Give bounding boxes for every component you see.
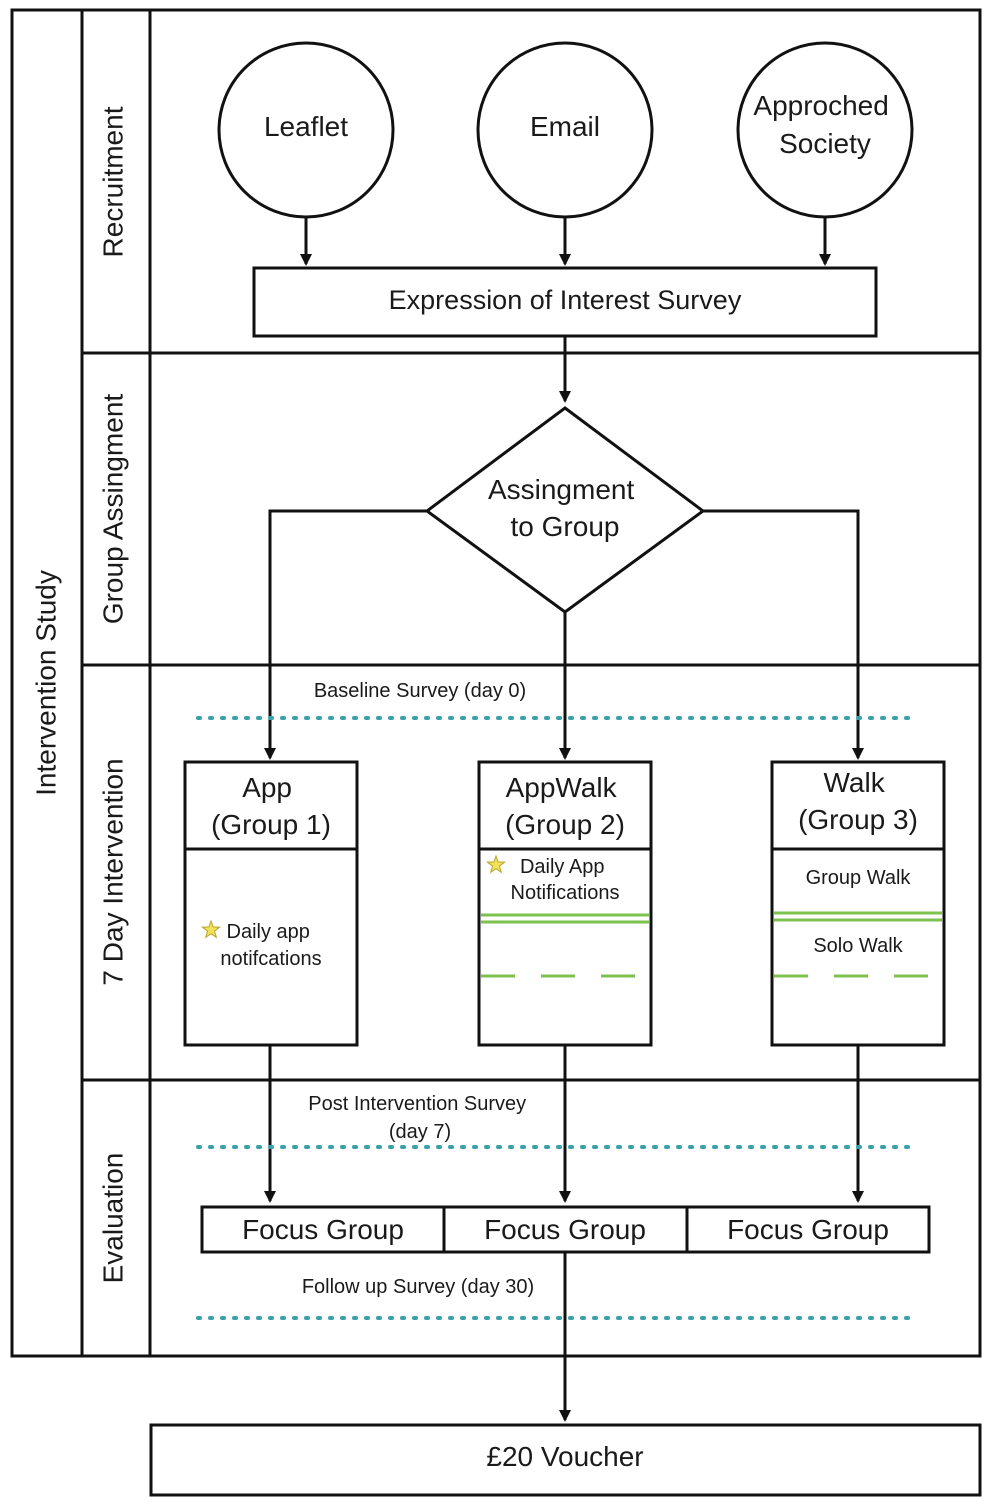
source-label-leaflet: Leaflet: [264, 111, 348, 142]
source-node-leaflet: Leaflet: [217, 41, 395, 219]
source-node-approached-society: Approched Society: [736, 41, 914, 219]
source-label-email: Email: [530, 111, 600, 142]
lane-label-intervention: 7 Day Intervention: [98, 758, 129, 985]
expression-of-interest-label: Expression of Interest Survey: [389, 285, 742, 315]
star-icon: [486, 854, 506, 874]
assignment-label: Assingment to Group: [488, 474, 642, 542]
pool-border: [10, 8, 982, 1358]
focus-group-row: Focus Group Focus Group Focus Group: [200, 1205, 931, 1254]
lane-label-recruitment: Recruitment: [98, 106, 129, 257]
pool-label: Intervention Study: [31, 570, 62, 796]
source-label-approached-society: Approched Society: [753, 90, 896, 159]
voucher-label: £20 Voucher: [486, 1441, 643, 1472]
assignment-decision: [424, 406, 706, 614]
focus-group-1-label: Focus Group: [242, 1214, 404, 1245]
group-1-box: App (Group 1) Daily app notifcations: [183, 760, 359, 1047]
arrow-assignment-to-group-1: [264, 509, 427, 760]
arrow-assignment-to-group-3: [703, 509, 864, 760]
lane-label-evaluation: Evaluation: [98, 1153, 129, 1284]
expression-of-interest-box: [252, 266, 878, 338]
group-1-activity: Daily app notifcations: [220, 921, 321, 970]
group-2-box: AppWalk (Group 2) Daily App Notification…: [477, 760, 653, 1047]
star-icon: [201, 919, 221, 939]
followup-survey-label: Follow up Survey (day 30): [302, 1276, 534, 1298]
focus-group-3-label: Focus Group: [727, 1214, 889, 1245]
voucher-box: [149, 1423, 982, 1497]
group-3-activity-solo-walk: Solo Walk: [813, 935, 903, 957]
group-3-title: Walk (Group 3): [798, 767, 918, 835]
group-3-activity-group-walk: Group Walk: [806, 867, 912, 889]
group-1-title: App (Group 1): [211, 772, 331, 840]
lane-label-group-assignment: Group Assingment: [98, 394, 129, 625]
focus-group-2-label: Focus Group: [484, 1214, 646, 1245]
source-node-email: Email: [476, 41, 654, 219]
group-2-title: AppWalk (Group 2): [505, 772, 625, 840]
post-survey-label: Post Intervention Survey (day 7): [308, 1093, 531, 1143]
group-3-box: Walk (Group 3) Group Walk Solo Walk: [770, 760, 946, 1047]
baseline-survey-label: Baseline Survey (day 0): [314, 680, 526, 702]
group-2-activity: Daily App Notifications: [511, 856, 620, 904]
